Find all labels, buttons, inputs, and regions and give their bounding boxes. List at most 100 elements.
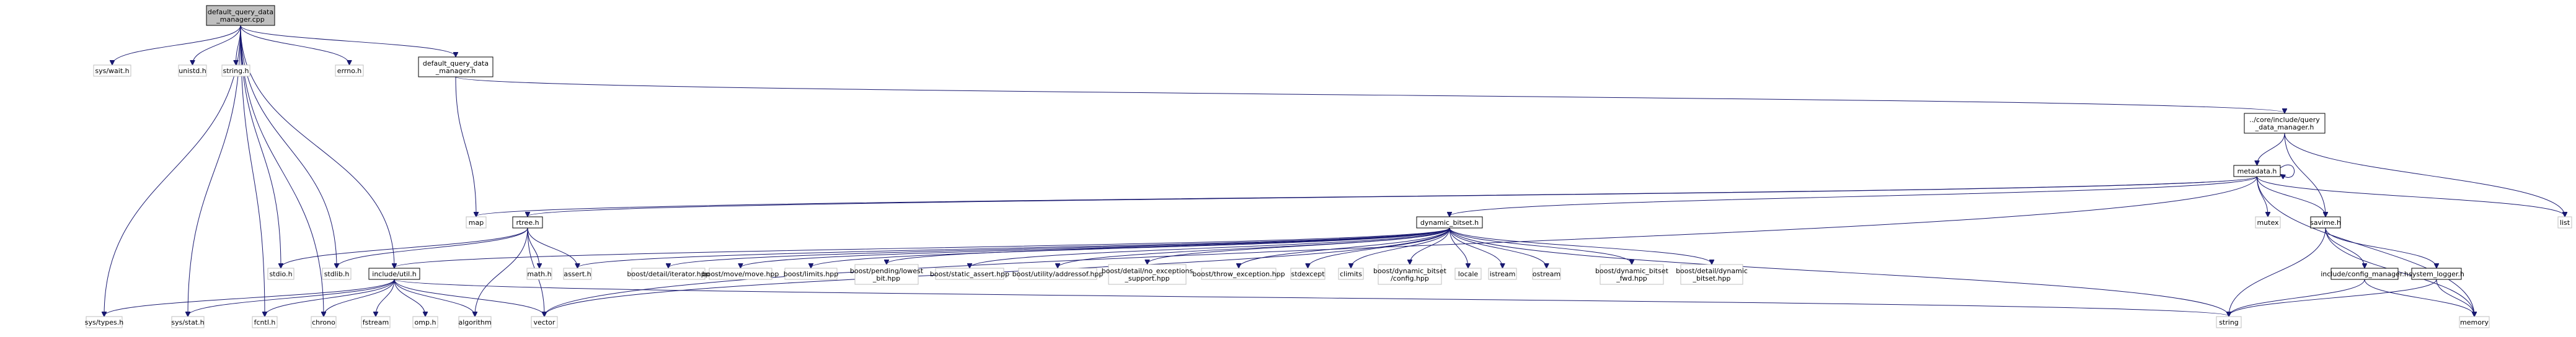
node-savime-h[interactable]: savime.h bbox=[2310, 216, 2341, 229]
node-omp-h: omp.h bbox=[412, 316, 438, 328]
node-label: savime.h bbox=[2310, 219, 2341, 227]
node-sys-types-h: sys/types.h bbox=[85, 316, 123, 328]
edge-default-query-data-manager-cpp-to-include-util-h bbox=[240, 25, 394, 268]
node-label: boost/throw_exception.hpp bbox=[1192, 270, 1285, 278]
edge-dynamic-bitset-h-to-locale bbox=[1449, 227, 1468, 268]
node-boost-detail-dynamic-bitset-hpp: boost/detail/dynamic_bitset.hpp bbox=[1676, 264, 1748, 285]
edge-include-util-h-to-algorithm bbox=[394, 279, 475, 316]
edge-default-query-data-manager-h-to-map bbox=[455, 76, 476, 216]
node-label: dynamic_bitset.h bbox=[1420, 219, 1479, 227]
node-box bbox=[2255, 216, 2281, 229]
node-label: /config.hpp bbox=[1391, 274, 1429, 282]
edge-dynamic-bitset-h-to-boost-pending-lowest-bit-hpp bbox=[887, 227, 1450, 264]
node-label: omp.h bbox=[415, 318, 436, 326]
node-system-logger-h[interactable]: system_logger.h bbox=[2409, 268, 2464, 280]
node-label: sys/types.h bbox=[85, 318, 123, 326]
node-box bbox=[631, 268, 706, 280]
node-box bbox=[1416, 216, 1483, 229]
node-label: vector bbox=[534, 318, 555, 326]
node-rtree-h[interactable]: rtree.h bbox=[512, 216, 543, 229]
node-label: boost/dynamic_bitset bbox=[1595, 267, 1669, 275]
node-label: ../core/include/query bbox=[2249, 116, 2320, 124]
edge-rtree-h-to-algorithm bbox=[475, 227, 528, 316]
node-memory: memory bbox=[2459, 316, 2490, 328]
edge-dynamic-bitset-h-to-climits bbox=[1351, 227, 1450, 268]
edge-dynamic-bitset-h-to-istream bbox=[1449, 227, 1503, 268]
node-boost-detail-iterator-hpp: boost/detail/iterator.hpp bbox=[627, 268, 710, 280]
node-box bbox=[1338, 268, 1364, 280]
node-boost-limits-hpp: boost/limits.hpp bbox=[784, 268, 839, 280]
node-vector: vector bbox=[531, 316, 558, 328]
node-label: boost/static_assert.hpp bbox=[930, 270, 1009, 278]
node-box bbox=[418, 56, 494, 77]
edge-default-query-data-manager-cpp-to-stdlib-h bbox=[240, 25, 337, 268]
node-label: boost/limits.hpp bbox=[784, 270, 839, 278]
node-label: metadata.h bbox=[2237, 167, 2277, 175]
edge-default-query-data-manager-cpp-to-default-query-data-manager-h bbox=[240, 25, 456, 56]
node-core-include-query-data-manager-h[interactable]: ../core/include/query_data_manager.h bbox=[2244, 113, 2326, 134]
node-box bbox=[1378, 264, 1442, 285]
edge-default-query-data-manager-cpp-to-fcntl-h bbox=[240, 25, 265, 316]
edge-dynamic-bitset-h-to-include-util-h bbox=[394, 227, 1450, 268]
node-label: mutex bbox=[2257, 219, 2279, 227]
node-label: sys/stat.h bbox=[171, 318, 204, 326]
edge-include-util-h-to-string bbox=[394, 279, 2229, 316]
node-boost-utility-addressof-hpp: boost/utility/addressof.hpp bbox=[1012, 268, 1103, 280]
node-istream: istream bbox=[1488, 268, 1517, 280]
node-label: locale bbox=[1458, 270, 1479, 278]
node-label: map bbox=[469, 219, 484, 227]
edge-default-query-data-manager-cpp-to-unistd-h bbox=[193, 25, 241, 64]
node-box bbox=[221, 64, 250, 77]
edge-dynamic-bitset-h-to-assert-h bbox=[578, 227, 1450, 268]
node-label: default_query_data bbox=[208, 8, 273, 16]
node-stdio-h: stdio.h bbox=[267, 268, 294, 280]
node-label: boost/move/move.hpp bbox=[702, 270, 779, 278]
edge-metadata-h-to-mutex bbox=[2257, 176, 2268, 216]
node-map: map bbox=[466, 216, 487, 229]
node-box bbox=[2330, 268, 2399, 280]
node-label: _fwd.hpp bbox=[1616, 274, 1647, 282]
node-stdexcept: stdexcept bbox=[1290, 268, 1326, 280]
edge-metadata-h-to-vector bbox=[544, 176, 2257, 316]
edge-core-include-query-data-manager-h-to-savime-h bbox=[2284, 133, 2326, 216]
edge-include-util-h-to-chrono bbox=[324, 279, 395, 316]
node-box bbox=[458, 316, 492, 328]
node-label: _support.hpp bbox=[1124, 274, 1169, 282]
node-label: istream bbox=[1490, 270, 1516, 278]
node-dynamic-bitset-h[interactable]: dynamic_bitset.h bbox=[1416, 216, 1483, 229]
node-boost-throw-exception-hpp: boost/throw_exception.hpp bbox=[1192, 268, 1285, 280]
node-label: memory bbox=[2460, 318, 2489, 326]
node-fcntl-h: fcntl.h bbox=[252, 316, 278, 328]
node-unistd-h: unistd.h bbox=[178, 64, 207, 77]
edge-metadata-h-to-savime-h bbox=[2257, 176, 2326, 216]
edge-core-include-query-data-manager-h-to-list bbox=[2284, 133, 2565, 216]
node-boost-static-assert-hpp: boost/static_assert.hpp bbox=[930, 268, 1009, 280]
node-box bbox=[1600, 264, 1664, 285]
edge-savime-h-to-string bbox=[2229, 227, 2326, 316]
node-box bbox=[1018, 268, 1097, 280]
edge-dynamic-bitset-h-to-boost-detail-iterator-hpp bbox=[668, 227, 1450, 268]
node-box bbox=[2244, 113, 2326, 134]
edge-dynamic-bitset-h-to-ostream bbox=[1449, 227, 1547, 268]
node-box bbox=[267, 268, 294, 280]
node-default-query-data-manager-cpp[interactable]: default_query_data_manager.cpp bbox=[206, 5, 275, 26]
edge-dynamic-bitset-h-to-boost-static-assert-hpp bbox=[970, 227, 1450, 268]
node-list: list bbox=[2557, 216, 2572, 229]
node-include-util-h[interactable]: include/util.h bbox=[368, 268, 420, 280]
node-include-config-manager-h[interactable]: include/config_manager.h bbox=[2321, 268, 2409, 280]
edge-include-util-h-to-fcntl-h bbox=[265, 279, 395, 316]
node-label: boost/detail/iterator.hpp bbox=[627, 270, 709, 278]
edge-savime-h-to-system-logger-h bbox=[2325, 227, 2437, 268]
node-default-query-data-manager-h[interactable]: default_query_data_manager.h bbox=[418, 56, 494, 77]
node-label: stdexcept bbox=[1291, 270, 1325, 278]
edge-metadata-h-to-map bbox=[476, 176, 2257, 216]
edge-savime-h-to-memory bbox=[2325, 227, 2474, 316]
node-label: stdlib.h bbox=[324, 270, 350, 278]
node-errno-h: errno.h bbox=[335, 64, 364, 77]
edge-default-query-data-manager-cpp-to-sys-stat-h bbox=[188, 25, 241, 316]
node-metadata-h[interactable]: metadata.h bbox=[2233, 165, 2281, 177]
node-label: string.h bbox=[223, 67, 249, 75]
node-sys-stat-h: sys/stat.h bbox=[171, 316, 205, 328]
edge-default-query-data-manager-cpp-to-chrono bbox=[240, 25, 324, 316]
node-box bbox=[311, 316, 337, 328]
